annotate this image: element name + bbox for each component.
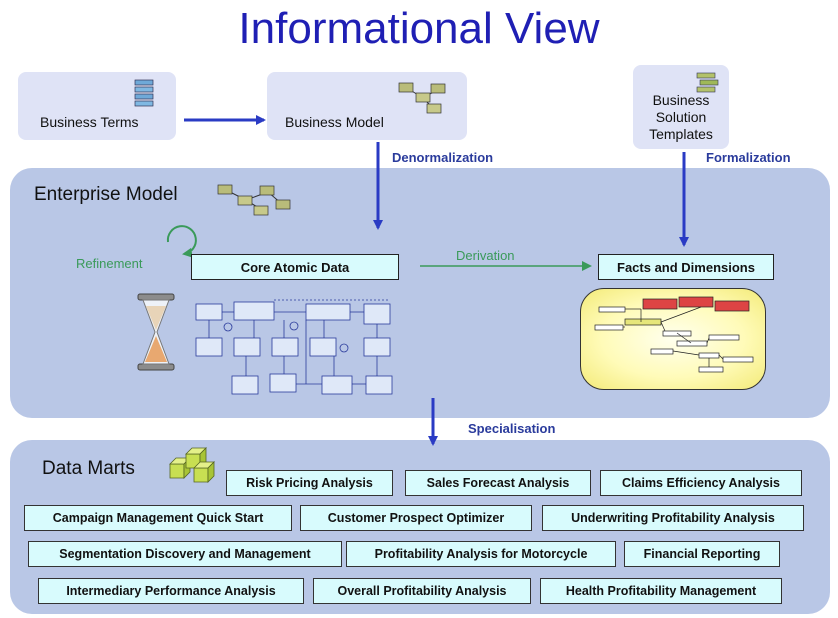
- mart-sales-forecast-analysis: Sales Forecast Analysis: [405, 470, 591, 496]
- solution-templates-line-1: Business: [652, 92, 710, 108]
- core-data-schema-diagram: [195, 299, 393, 395]
- solution-templates-line-2: Solution: [655, 109, 707, 125]
- denormalization-label: Denormalization: [392, 150, 494, 165]
- mart-intermediary-performance-analysis: Intermediary Performance Analysis: [38, 578, 304, 604]
- refinement-label: Refinement: [76, 256, 143, 271]
- hourglass-icon: [137, 293, 175, 371]
- data-marts-cubes-icon: [169, 447, 215, 483]
- enterprise-model-icon: [217, 184, 291, 216]
- facts-and-dimensions-box: Facts and Dimensions: [598, 254, 774, 280]
- star-schema-diagram: [594, 296, 754, 373]
- derivation-label: Derivation: [456, 248, 515, 263]
- mart-health-profitability-management: Health Profitability Management: [540, 578, 782, 604]
- enterprise-model-title: Enterprise Model: [34, 184, 178, 205]
- specialisation-label: Specialisation: [468, 421, 556, 436]
- mart-underwriting-profitability-analysis: Underwriting Profitability Analysis: [542, 505, 804, 531]
- star-schema-box: [580, 288, 766, 390]
- formalization-label: Formalization: [706, 150, 791, 165]
- mart-claims-efficiency-analysis: Claims Efficiency Analysis: [600, 470, 802, 496]
- mart-risk-pricing-analysis: Risk Pricing Analysis: [226, 470, 393, 496]
- business-model-label: Business Model: [285, 114, 384, 130]
- business-terms-icon: [134, 79, 154, 107]
- mart-financial-reporting: Financial Reporting: [624, 541, 780, 567]
- business-terms-label: Business Terms: [40, 114, 139, 130]
- business-terms-box: Business Terms: [18, 72, 176, 140]
- data-marts-title: Data Marts: [42, 458, 135, 479]
- mart-segmentation-discovery-and-management: Segmentation Discovery and Management: [28, 541, 342, 567]
- mart-profitability-analysis-for-motorcycle: Profitability Analysis for Motorcycle: [346, 541, 616, 567]
- solution-templates-line-3: Templates: [649, 126, 713, 142]
- solution-templates-icon: [696, 72, 719, 93]
- mart-overall-profitability-analysis: Overall Profitability Analysis: [313, 578, 531, 604]
- page-title: Informational View: [238, 4, 600, 53]
- core-atomic-data-box: Core Atomic Data: [191, 254, 399, 280]
- mart-campaign-management-quick-start: Campaign Management Quick Start: [24, 505, 292, 531]
- business-model-box: Business Model: [267, 72, 467, 140]
- solution-templates-box: Business Solution Templates: [633, 65, 729, 149]
- mart-customer-prospect-optimizer: Customer Prospect Optimizer: [300, 505, 532, 531]
- refinement-loop-arrow: [166, 225, 197, 258]
- business-model-icon: [398, 82, 446, 114]
